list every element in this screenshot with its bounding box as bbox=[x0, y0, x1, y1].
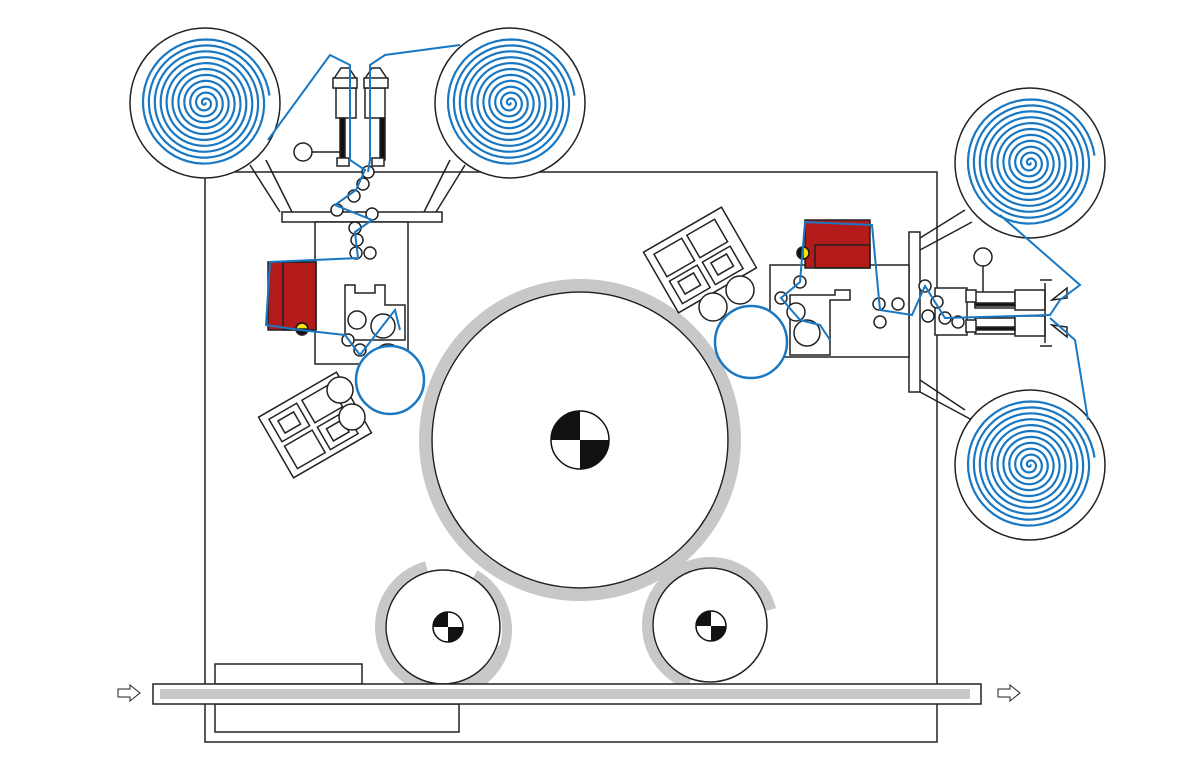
conveyor-strip bbox=[160, 689, 970, 699]
input-arrow-icon bbox=[117, 683, 141, 703]
right-cassette-roller-b bbox=[725, 275, 755, 305]
lower-block-top bbox=[214, 663, 363, 685]
spool-wound-web bbox=[446, 38, 576, 165]
hub-quadrant bbox=[551, 411, 580, 440]
top-splicer bbox=[293, 67, 389, 167]
right-web-path bbox=[779, 214, 1082, 341]
hub-quadrant bbox=[711, 626, 726, 641]
left-web-path-2 bbox=[367, 44, 461, 173]
right-spool-support-arms bbox=[919, 209, 973, 421]
right-lower-roller-ring bbox=[642, 557, 778, 693]
left-heater bbox=[267, 261, 317, 331]
lower-block-bottom bbox=[214, 703, 460, 733]
hub-quadrant bbox=[433, 612, 448, 627]
spool-wound-web bbox=[966, 98, 1096, 225]
spool-right-upper bbox=[954, 87, 1106, 239]
output-arrow-icon bbox=[997, 683, 1021, 703]
spool-wound-web bbox=[141, 38, 271, 165]
right-splicer bbox=[934, 247, 1068, 347]
spool-wound-web bbox=[966, 400, 1096, 527]
left-roller-center-icon bbox=[432, 611, 464, 643]
hub-quadrant bbox=[580, 440, 609, 469]
right-cassette-roller-a bbox=[698, 292, 728, 322]
right-roller-center-icon bbox=[695, 610, 727, 642]
left-nip-roller bbox=[354, 344, 426, 416]
spool-top-left bbox=[129, 27, 281, 179]
right-nip-roller bbox=[713, 304, 789, 380]
left-cassette-roller-b bbox=[338, 403, 366, 431]
main-drum-center-icon bbox=[550, 410, 610, 470]
right-heater bbox=[804, 219, 871, 269]
spool-top-right bbox=[434, 27, 586, 179]
right-cassette bbox=[642, 206, 758, 314]
hub-quadrant bbox=[448, 627, 463, 642]
right-vertical-bar bbox=[908, 231, 921, 393]
left-cassette-roller-a bbox=[326, 376, 354, 404]
right-heater-inner bbox=[814, 244, 871, 269]
hub-quadrant bbox=[696, 611, 711, 626]
spool-right-lower bbox=[954, 389, 1106, 541]
left-web-path bbox=[264, 53, 401, 357]
left-spool-support-arms bbox=[249, 159, 466, 213]
right-web-path-2 bbox=[1049, 317, 1089, 421]
